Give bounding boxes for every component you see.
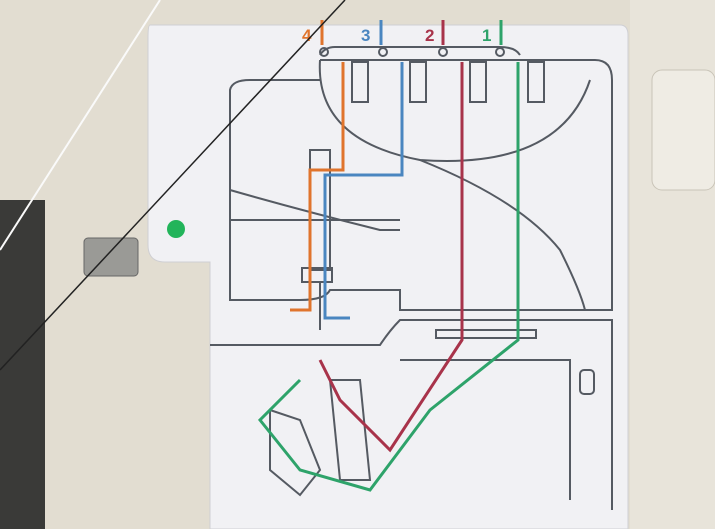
green-dot-marker — [167, 220, 185, 238]
white-thread — [0, 0, 161, 251]
tension-labels: 4 3 2 1 — [302, 20, 521, 57]
thread-path-4 — [290, 62, 345, 312]
threading-card — [147, 24, 629, 529]
left-dark-panel — [0, 200, 45, 529]
thread-label-1: 1 — [482, 26, 491, 45]
black-thread — [0, 0, 346, 371]
thread-label-2: 2 — [425, 26, 434, 45]
thread-path-3 — [323, 62, 404, 320]
thread-label-3: 3 — [361, 26, 370, 45]
thread-path-2 — [318, 62, 464, 453]
side-button — [651, 69, 715, 191]
machine-outline — [210, 59, 613, 510]
thread-guides — [351, 61, 545, 103]
thread-label-4: 4 — [302, 26, 312, 45]
thread-path-1 — [257, 62, 520, 492]
